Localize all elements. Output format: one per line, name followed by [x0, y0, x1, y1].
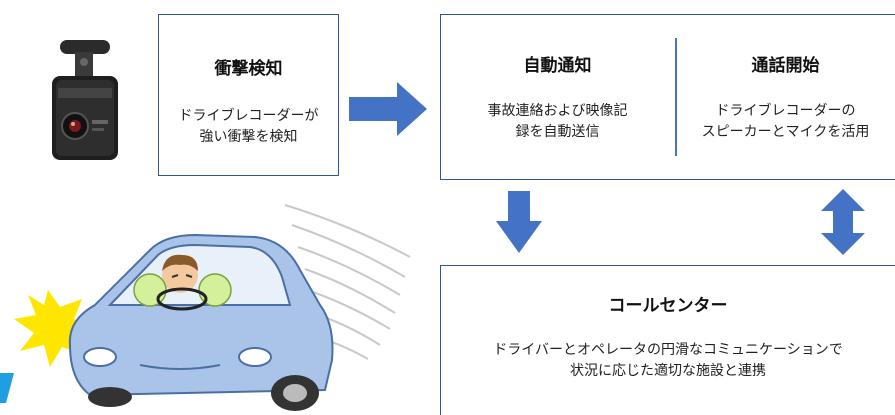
- updown-arrow: [821, 189, 865, 255]
- right-arrow: [349, 82, 427, 136]
- impact-desc-line2: 強い衝撃を検知: [199, 129, 298, 145]
- call-start-desc: ドライブレコーダーの スピーカーとマイクを活用: [676, 101, 895, 143]
- dashcam-icon: [52, 40, 118, 160]
- call-center-box: コールセンター ドライバーとオペレータの円滑なコミュニケーションで 状況に応じた…: [440, 265, 895, 415]
- impact-detection-box: 衝撃検知 ドライブレコーダーが 強い衝撃を検知: [158, 14, 339, 176]
- box-divider: [675, 38, 677, 156]
- call-center-desc-line1: ドライバーとオペレータの円滑なコミュニケーションで: [493, 342, 843, 358]
- auto-notice-desc-line1: 事故連絡および映像記: [487, 103, 628, 119]
- call-center-desc: ドライバーとオペレータの円滑なコミュニケーションで 状況に応じた適切な施設と連携: [441, 340, 895, 382]
- call-start-section: 通話開始 ドライブレコーダーの スピーカーとマイクを活用: [676, 14, 895, 180]
- impact-title: 衝撃検知: [214, 59, 283, 79]
- auto-notice-desc-line2: 録を自動送信: [515, 124, 600, 140]
- call-start-desc-line1: ドライブレコーダーの: [715, 103, 856, 119]
- call-center-desc-line2: 状況に応じた適切な施設と連携: [570, 363, 766, 379]
- notification-call-box: [440, 14, 895, 180]
- auto-notice-section: 自動通知 事故連絡および映像記 録を自動送信: [440, 14, 675, 180]
- impact-desc-line1: ドライブレコーダーが: [178, 108, 319, 124]
- auto-notice-desc: 事故連絡および映像記 録を自動送信: [440, 101, 675, 143]
- call-center-title: コールセンター: [608, 296, 728, 316]
- crashed-car-illustration: [0, 204, 411, 411]
- impact-desc: ドライブレコーダーが 強い衝撃を検知: [159, 106, 338, 148]
- call-start-desc-line2: スピーカーとマイクを活用: [701, 124, 870, 140]
- call-start-title: 通話開始: [751, 56, 820, 76]
- auto-notice-title: 自動通知: [523, 56, 592, 76]
- down-arrow: [496, 191, 542, 253]
